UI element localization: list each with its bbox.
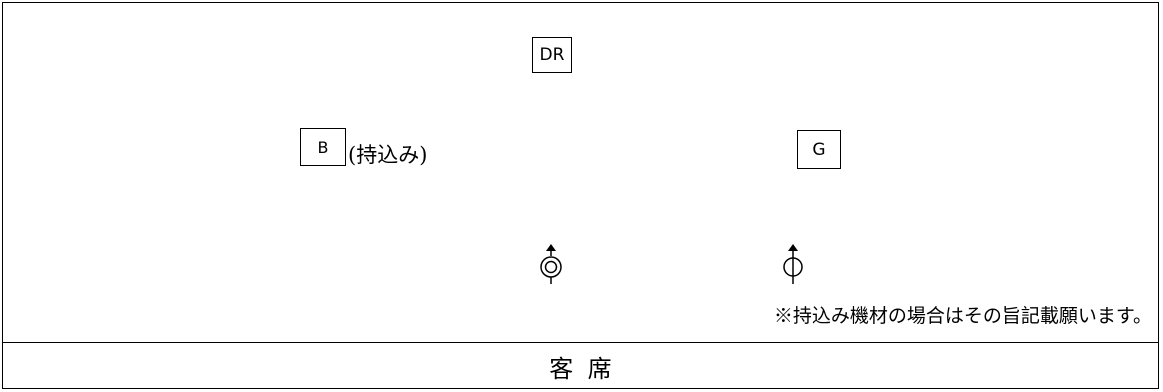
bring-in-note: (持込み) xyxy=(348,143,428,167)
drums-box: DR xyxy=(532,37,572,73)
drums-label: DR xyxy=(539,45,565,65)
audience-label: 客席 xyxy=(549,354,627,383)
stage-audience-divider xyxy=(3,342,1158,343)
bass-label: B xyxy=(317,137,329,157)
mic-stand-icon xyxy=(781,243,805,285)
guitar-label: G xyxy=(812,139,826,160)
footnote: ※持込み機材の場合はその旨記載願います。 xyxy=(773,305,1152,327)
audience-area: 客席 xyxy=(3,343,1158,389)
stage-area: DR B (持込み) G ※持込み機材の場合はその旨記載願い xyxy=(3,3,1158,342)
guitar-box: G xyxy=(797,130,841,169)
bass-box: B xyxy=(300,128,346,166)
vocal-mic-icon xyxy=(539,243,563,285)
